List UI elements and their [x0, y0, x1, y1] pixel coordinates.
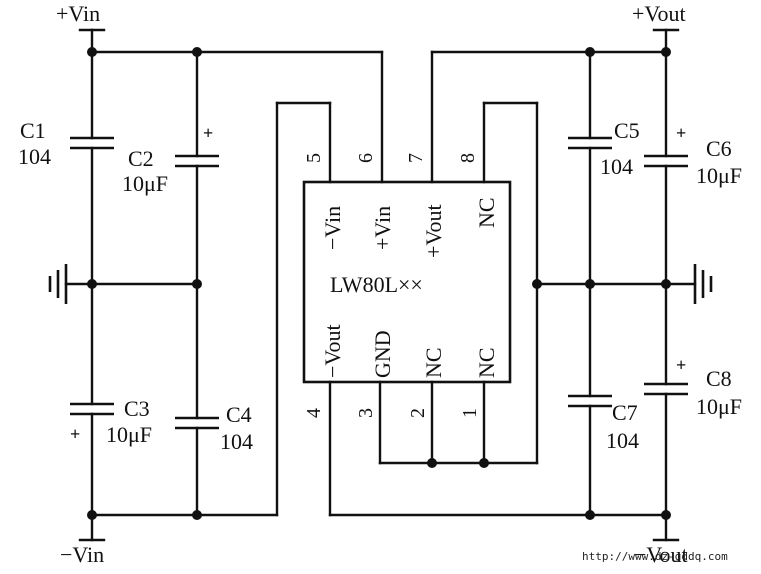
- c2-ref: C2: [128, 146, 154, 171]
- junctions: [87, 47, 671, 520]
- c4-ref: C4: [226, 402, 252, 427]
- pin-label-7: +Vout: [421, 204, 446, 258]
- c8-ref: C8: [706, 366, 732, 391]
- junction-dot: [87, 47, 97, 57]
- c3-value: 10μF: [106, 422, 152, 447]
- pin-label-4: −Vout: [320, 324, 345, 378]
- junction-dot: [532, 279, 542, 289]
- watermark-url: http://www.dz-gddq.com: [582, 550, 728, 563]
- c7-value: 104: [606, 428, 639, 453]
- pin-label-8: NC: [474, 197, 499, 228]
- junction-dot: [192, 279, 202, 289]
- c8-value: 10μF: [696, 394, 742, 419]
- c8-polarity: +: [676, 355, 686, 375]
- pin-bus-bottom: [378, 380, 539, 465]
- c1-ref: C1: [20, 118, 46, 143]
- pin-number-8: 8: [457, 153, 479, 163]
- c5-value: 104: [600, 154, 633, 179]
- pin-label-6: +Vin: [370, 206, 395, 250]
- c2-polarity: +: [203, 123, 213, 143]
- junction-dot: [585, 47, 595, 57]
- terminal-label-vout-pos: +Vout: [632, 1, 686, 26]
- c5-ref: C5: [614, 118, 640, 143]
- c2-value: 10μF: [122, 171, 168, 196]
- junction-dot: [192, 510, 202, 520]
- pin-number-4: 4: [303, 408, 325, 418]
- c6-ref: C6: [706, 136, 732, 161]
- c7-ref: C7: [612, 400, 638, 425]
- chip-body: [302, 180, 512, 384]
- junction-dot: [585, 279, 595, 289]
- junction-dot: [427, 458, 437, 468]
- c6-value: 10μF: [696, 163, 742, 188]
- junction-dot: [661, 279, 671, 289]
- terminal-label-vin-pos: +Vin: [56, 1, 100, 26]
- junction-dot: [661, 47, 671, 57]
- c6-polarity: +: [676, 123, 686, 143]
- terminal-label-vout-neg: −Vout: [634, 542, 688, 567]
- pin-number-2: 2: [407, 408, 429, 418]
- pin-number-7: 7: [405, 153, 427, 163]
- pin-label-1: NC: [474, 347, 499, 378]
- c3-polarity: +: [70, 424, 80, 444]
- pin-number-3: 3: [355, 408, 377, 418]
- pin-label-3: GND: [370, 330, 395, 378]
- junction-dot: [87, 510, 97, 520]
- junction-dot: [585, 510, 595, 520]
- pin-number-6: 6: [355, 153, 377, 163]
- junction-dot: [192, 47, 202, 57]
- c1-value: 104: [18, 144, 51, 169]
- pin-label-2: NC: [421, 347, 446, 378]
- pin-number-1: 1: [459, 408, 481, 418]
- pin-label-5: −Vin: [320, 206, 345, 250]
- pin-number-5: 5: [303, 153, 325, 163]
- junction-dot: [661, 510, 671, 520]
- junction-dot: [479, 458, 489, 468]
- terminal-label-vin-neg: −Vin: [60, 542, 104, 567]
- chip-name: LW80L××: [330, 272, 423, 297]
- c3-ref: C3: [124, 396, 150, 421]
- left-wiring: [48, 28, 384, 542]
- c4-value: 104: [220, 429, 253, 454]
- junction-dot: [87, 279, 97, 289]
